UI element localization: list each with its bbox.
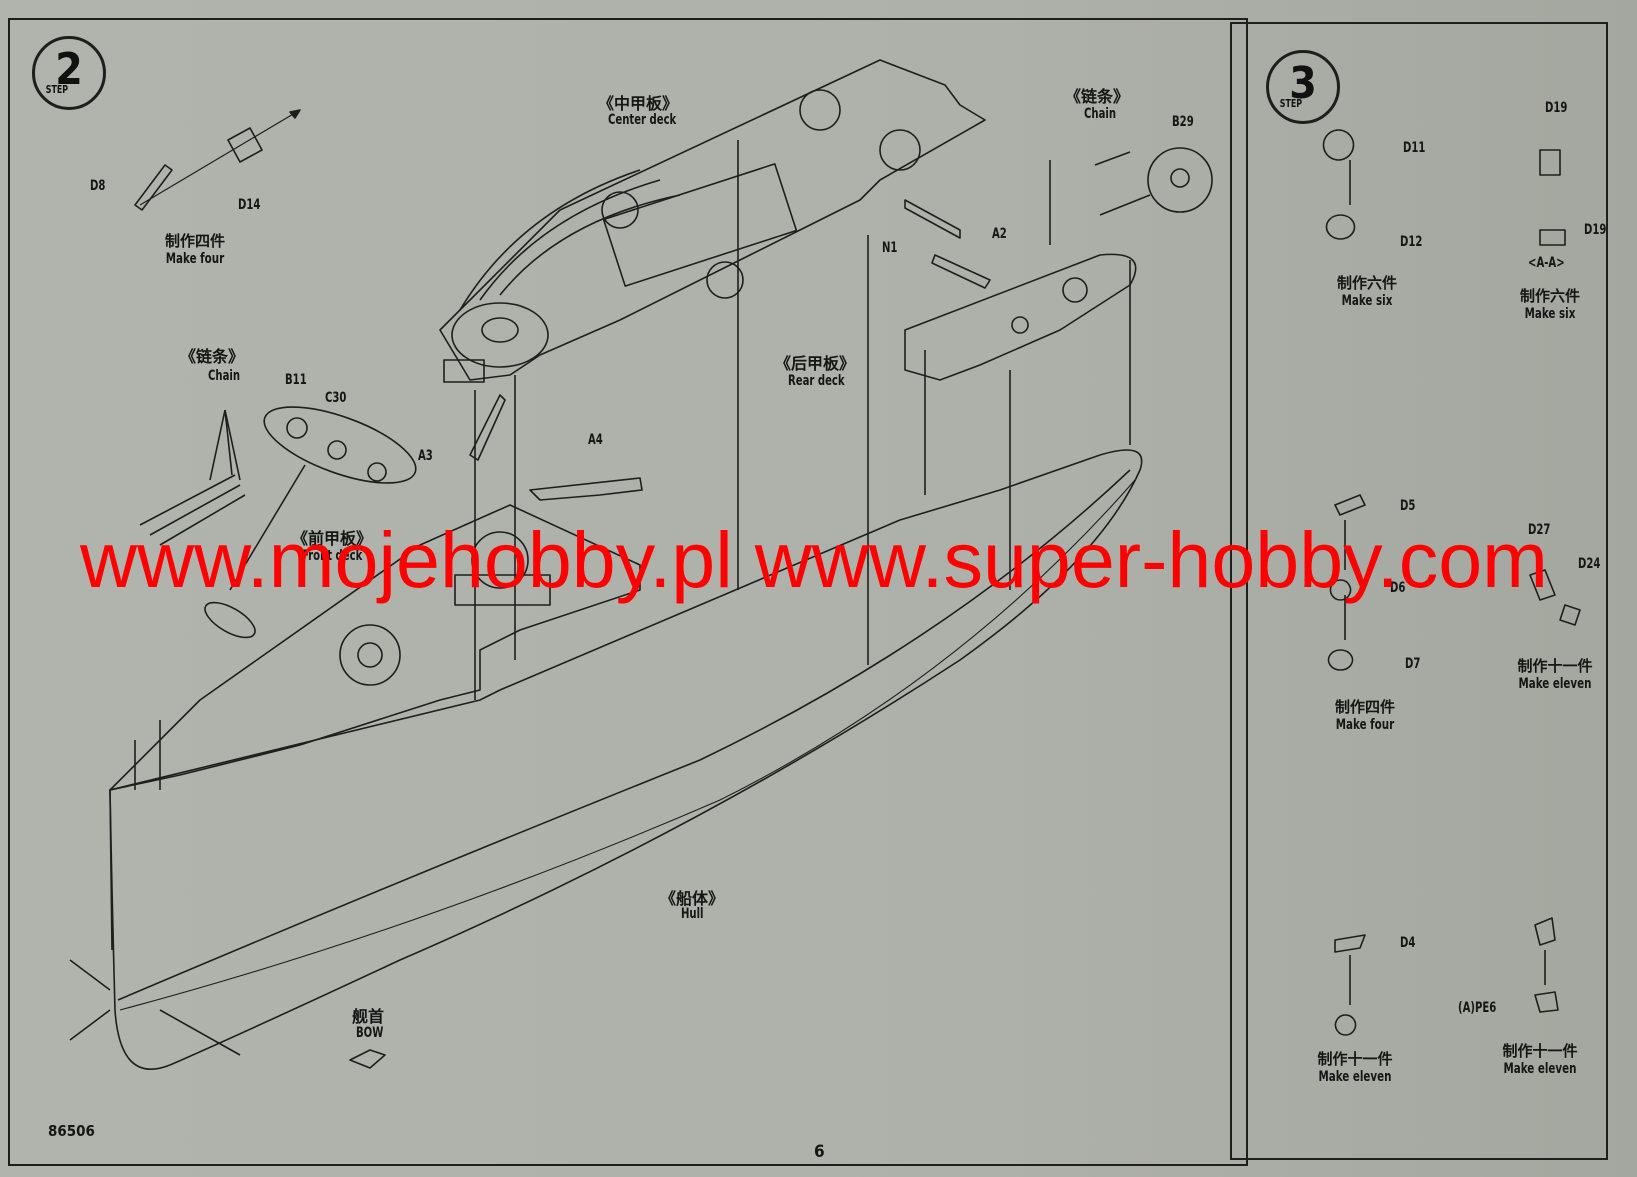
section-aa-label: <A-A> xyxy=(1528,255,1565,271)
part-d5-label: D5 xyxy=(1400,498,1416,514)
make-eleven-2-en: Make eleven xyxy=(1318,1069,1392,1085)
bow-en: BOW xyxy=(356,1025,384,1041)
make-eleven-1-cn: 制作十一件 xyxy=(1517,657,1593,675)
watermark-text: www.mojehobby.pl www.super-hobby.com xyxy=(80,515,1548,604)
make-six-2-cn: 制作六件 xyxy=(1519,287,1580,305)
step3-word: STEP xyxy=(1279,97,1303,110)
chain-right-en: Chain xyxy=(1084,106,1116,122)
center-deck-en: Center deck xyxy=(608,112,677,128)
chain-left-cn: 《链条》 xyxy=(180,347,245,366)
part-b11-label: B11 xyxy=(285,372,307,388)
step3-number: 3 xyxy=(1289,58,1317,109)
part-n1-label: N1 xyxy=(882,240,898,256)
rear-deck-cn: 《后甲板》 xyxy=(775,354,856,373)
step3-make-eleven-caption-2: 制作十一件 Make eleven xyxy=(1295,1048,1415,1085)
front-deck-cn: 《前甲板》 xyxy=(292,529,373,548)
hull-outline xyxy=(109,449,1143,1070)
make-eleven-2-cn: 制作十一件 xyxy=(1317,1050,1393,1068)
step3-badge: 3 STEP xyxy=(1266,50,1340,124)
rear-deck-outline xyxy=(904,253,1137,381)
step3-make-six-caption-2: 制作六件 Make six xyxy=(1495,285,1605,322)
hull-waterline xyxy=(119,479,1136,1011)
part-d7-label: D7 xyxy=(1405,656,1421,672)
center-deck-cn: 《中甲板》 xyxy=(598,94,679,113)
center-deck-outline xyxy=(439,59,986,381)
front-deck-outline xyxy=(109,504,641,791)
step3-make-eleven-caption-3: 制作十一件 Make eleven xyxy=(1480,1040,1600,1077)
part-d19a-label: D19 xyxy=(1545,100,1568,116)
step2-frame xyxy=(8,18,1248,1166)
step2-word: STEP xyxy=(45,83,69,96)
make-eleven-3-cn: 制作十一件 xyxy=(1502,1042,1578,1060)
step3-make-six-caption-1: 制作六件 Make six xyxy=(1312,272,1422,309)
step2-make-four-caption: 制作四件 Make four xyxy=(140,230,250,267)
make-eleven-1-en: Make eleven xyxy=(1518,676,1592,692)
make-six-1-cn: 制作六件 xyxy=(1336,274,1397,292)
bow-cn: 舰首 xyxy=(352,1007,385,1026)
part-b29-label: B29 xyxy=(1172,114,1194,130)
page-number: 6 xyxy=(814,1142,825,1162)
step3-make-eleven-caption-1: 制作十一件 Make eleven xyxy=(1495,655,1615,692)
hull-cn: 《船体》 xyxy=(660,889,725,908)
part-d19b-label: D19 xyxy=(1584,222,1607,238)
step2-number: 2 xyxy=(55,44,83,95)
step2-badge: 2 STEP xyxy=(32,36,106,110)
hull-en: Hull xyxy=(681,906,704,922)
step2-make-four-cn: 制作四件 xyxy=(164,232,225,250)
part-d11-label: D11 xyxy=(1403,140,1426,156)
part-ape6-label: (A)PE6 xyxy=(1458,1000,1497,1016)
make-six-1-en: Make six xyxy=(1341,293,1393,309)
kit-number: 86506 xyxy=(48,1122,95,1140)
make-four-cn: 制作四件 xyxy=(1334,698,1395,716)
part-a4-label: A4 xyxy=(588,432,603,448)
step3-make-four-caption: 制作四件 Make four xyxy=(1310,696,1420,733)
part-d27-label: D27 xyxy=(1528,522,1551,538)
make-eleven-3-en: Make eleven xyxy=(1503,1061,1577,1077)
part-a2-label: A2 xyxy=(992,226,1007,242)
make-four-en: Make four xyxy=(1335,717,1395,733)
chain-left-en: Chain xyxy=(208,368,240,384)
part-d4-label: D4 xyxy=(1400,935,1416,951)
front-deck-en: Front deck xyxy=(302,548,363,564)
rear-deck-en: Rear deck xyxy=(788,373,845,389)
part-a3-label: A3 xyxy=(418,448,433,464)
part-d6-label: D6 xyxy=(1390,580,1406,596)
part-d8-label: D8 xyxy=(90,178,106,194)
chain-right-cn: 《链条》 xyxy=(1065,87,1130,106)
step2-make-four-en: Make four xyxy=(165,251,225,267)
part-d12-label: D12 xyxy=(1400,234,1423,250)
hull-sheer-line xyxy=(117,469,1131,1001)
make-six-2-en: Make six xyxy=(1524,306,1576,322)
step3-frame xyxy=(1230,22,1608,1160)
part-c30-label: C30 xyxy=(325,390,347,406)
part-d14-label: D14 xyxy=(238,197,261,213)
part-d24-label: D24 xyxy=(1578,556,1601,572)
